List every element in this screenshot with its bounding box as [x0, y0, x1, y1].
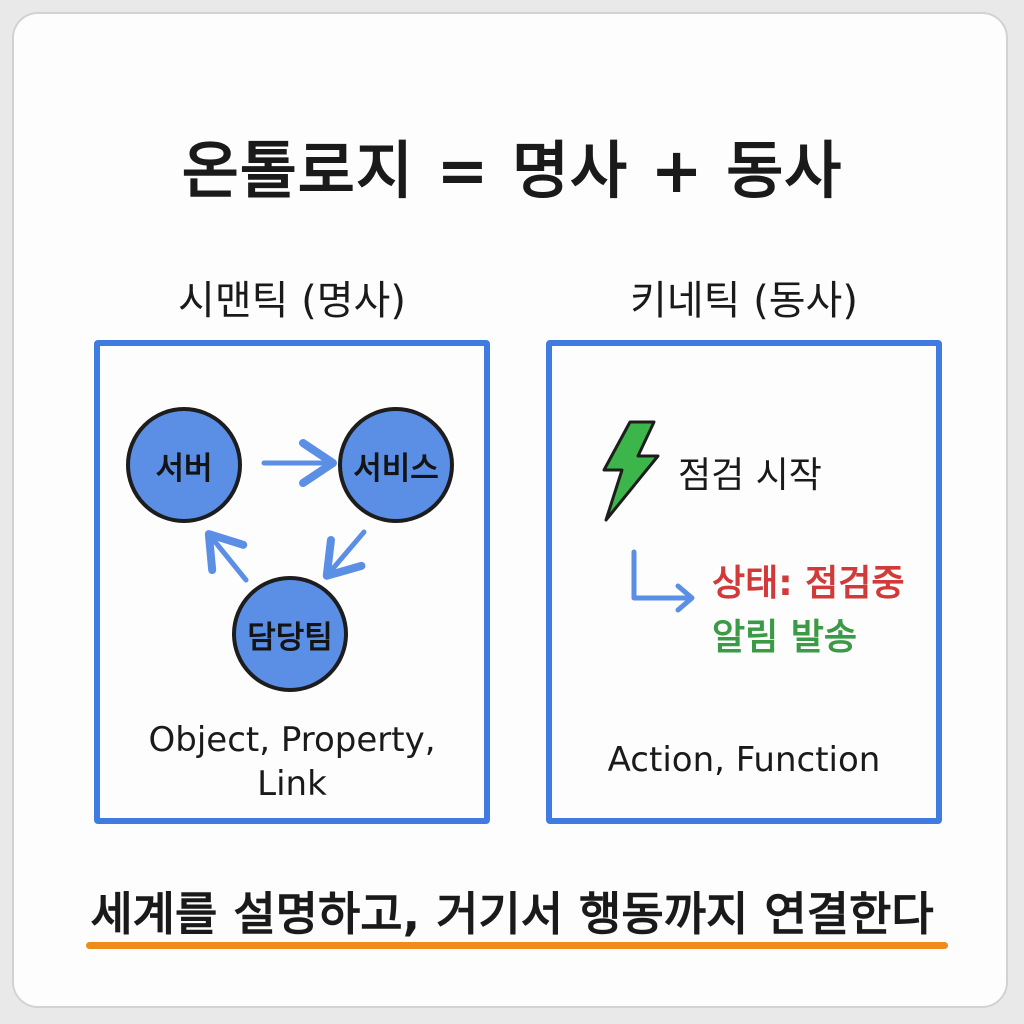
status-label: 상태: 점검중	[712, 563, 905, 604]
trigger-label: 점검 시작	[678, 455, 822, 496]
footer-underline	[86, 942, 948, 949]
footer-tagline: 세계를 설명하고, 거기서 행동까지 연결한다	[90, 887, 934, 941]
semantic-caption: Object, Property, Link	[100, 718, 484, 806]
kinetic-flow-graphics	[602, 420, 695, 613]
node-team: 담당팀	[232, 576, 348, 692]
kinetic-heading: 키네틱 (동사)	[630, 278, 858, 324]
node-service: 서비스	[338, 407, 454, 523]
notify-label: 알림 발송	[712, 617, 858, 658]
kinetic-panel: 점검 시작 상태: 점검중 알림 발송 Action, Function	[546, 340, 942, 824]
lightning-bolt-icon	[602, 420, 660, 522]
semantic-heading: 시맨틱 (명사)	[178, 278, 406, 324]
node-server: 서버	[126, 407, 242, 523]
semantic-panel: 서버 서비스 담당팀 Object, Property, Link	[94, 340, 490, 824]
semantic-caption-line1: Object, Property,	[148, 720, 436, 760]
page-title: 온톨로지 = 명사 + 동사	[181, 134, 843, 207]
arrow-team-to-server	[204, 530, 249, 583]
semantic-caption-line2: Link	[257, 764, 327, 804]
arrow-service-to-team	[322, 529, 367, 580]
down-right-arrow-icon	[631, 549, 691, 601]
semantic-graph-arrows	[204, 439, 367, 583]
kinetic-caption: Action, Function	[607, 740, 881, 780]
